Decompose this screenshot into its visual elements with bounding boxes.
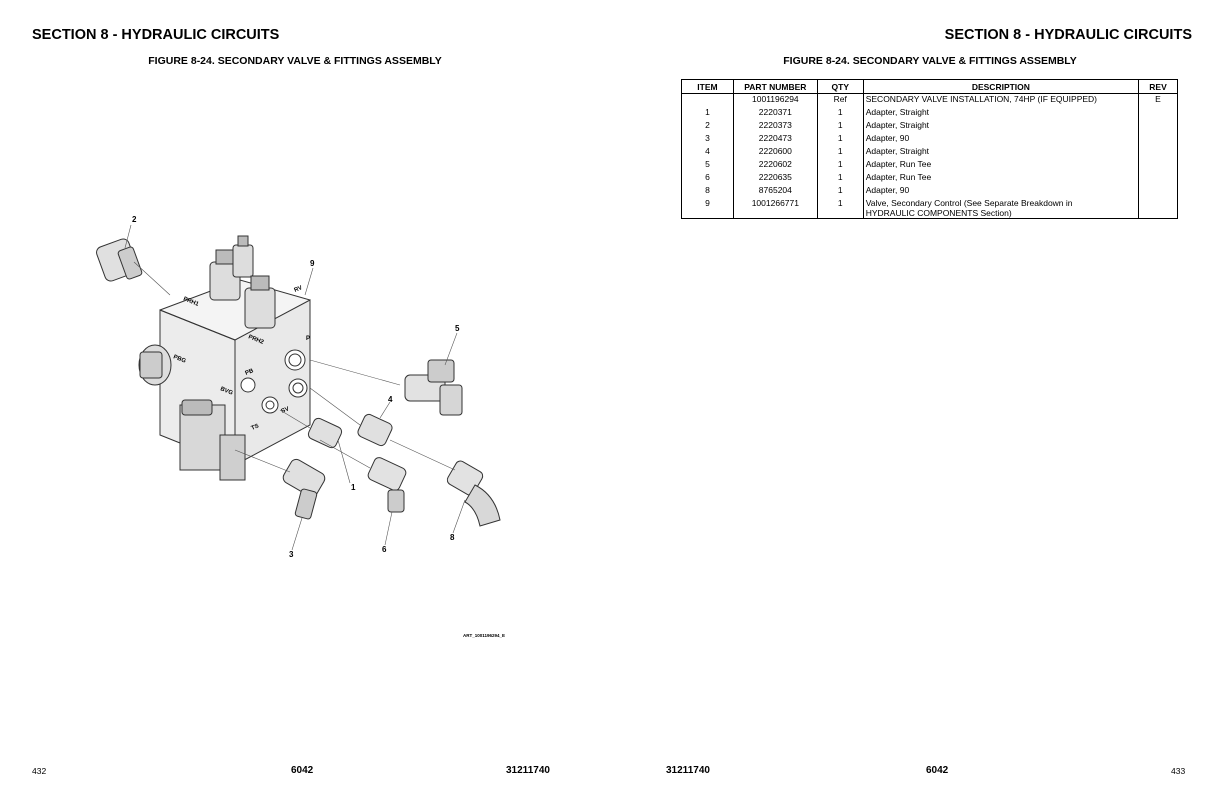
engraving-p: P <box>306 336 310 342</box>
cell-rev <box>1138 146 1178 159</box>
table-row: 9 1001266771 1 Valve, Secondary Control … <box>681 198 1178 219</box>
page-number-right: 433 <box>1171 766 1186 776</box>
section-title-left: SECTION 8 - HYDRAULIC CIRCUITS <box>32 27 280 43</box>
cell-description-line1: Valve, Secondary Control (See Separate B… <box>865 198 1073 208</box>
cell-item <box>681 93 734 107</box>
cell-description: Adapter, Run Tee <box>862 159 1140 172</box>
callout-5: 5 <box>455 324 460 333</box>
cell-rev <box>1138 107 1178 120</box>
header-description: DESCRIPTION <box>862 79 1140 94</box>
header-rev: REV <box>1138 79 1178 94</box>
model-right: 6042 <box>926 765 949 776</box>
model-left: 6042 <box>291 765 314 776</box>
cell-part-number: 1001266771 <box>732 198 818 219</box>
callout-4: 4 <box>388 395 393 404</box>
page-number-left: 432 <box>32 766 47 776</box>
cell-description: Adapter, Straight <box>862 107 1140 120</box>
cell-qty: 1 <box>816 146 864 159</box>
table-row: 8 8765204 1 Adapter, 90 <box>681 185 1178 198</box>
cell-qty: 1 <box>816 185 864 198</box>
cell-qty: Ref <box>816 93 864 107</box>
engraving-ts: TS <box>251 423 260 431</box>
cell-part-number: 2220473 <box>732 133 818 146</box>
cell-item: 3 <box>681 133 734 146</box>
cell-description: Adapter, 90 <box>862 133 1140 146</box>
table-row: 6 2220635 1 Adapter, Run Tee <box>681 172 1178 185</box>
callout-9: 9 <box>310 259 315 268</box>
callout-8: 8 <box>450 533 455 542</box>
cell-item: 2 <box>681 120 734 133</box>
table-row: 1 2220371 1 Adapter, Straight <box>681 107 1178 120</box>
cell-rev <box>1138 133 1178 146</box>
secondary-valve-diagram: 2 9 5 4 1 6 8 3 PRH1 RV PRH2 P PBG BVG P… <box>70 200 550 620</box>
cell-qty: 1 <box>816 159 864 172</box>
cell-part-number: 8765204 <box>732 185 818 198</box>
cell-item: 1 <box>681 107 734 120</box>
figure-title-right: FIGURE 8-24. SECONDARY VALVE & FITTINGS … <box>783 55 1077 67</box>
cell-rev <box>1138 198 1178 219</box>
table-row: 3 2220473 1 Adapter, 90 <box>681 133 1178 146</box>
cell-description: Adapter, Straight <box>862 146 1140 159</box>
cell-part-number: 1001196294 <box>732 93 818 107</box>
cell-description: Adapter, Straight <box>862 120 1140 133</box>
callout-2: 2 <box>132 215 137 224</box>
table-row: 1001196294 Ref SECONDARY VALVE INSTALLAT… <box>681 93 1178 107</box>
table-row: 2 2220373 1 Adapter, Straight <box>681 120 1178 133</box>
header-qty: QTY <box>816 79 864 94</box>
header-item: ITEM <box>681 79 734 94</box>
doc-number-right: 31211740 <box>666 765 710 776</box>
cell-part-number: 2220373 <box>732 120 818 133</box>
engraving-bvg: BVG <box>219 386 234 397</box>
diagram-svg: 2 9 5 4 1 6 8 3 PRH1 RV PRH2 P PBG BVG P… <box>96 215 501 559</box>
cell-rev <box>1138 120 1178 133</box>
figure-title-left: FIGURE 8-24. SECONDARY VALVE & FITTINGS … <box>148 55 442 67</box>
doc-number-left: 31211740 <box>506 765 550 776</box>
parts-table: ITEM PART NUMBER QTY DESCRIPTION REV 100… <box>681 79 1178 219</box>
cell-qty: 1 <box>816 198 864 219</box>
art-code: ART_1001196294_E <box>463 633 506 638</box>
cell-qty: 1 <box>816 133 864 146</box>
cell-rev: E <box>1138 93 1178 107</box>
callout-3: 3 <box>289 550 294 559</box>
section-title-right: SECTION 8 - HYDRAULIC CIRCUITS <box>944 27 1192 43</box>
cell-part-number: 2220602 <box>732 159 818 172</box>
cell-item: 5 <box>681 159 734 172</box>
cell-qty: 1 <box>816 120 864 133</box>
cell-item: 8 <box>681 185 734 198</box>
callout-6: 6 <box>382 545 387 554</box>
cell-item: 6 <box>681 172 734 185</box>
cell-item: 9 <box>681 198 734 219</box>
cell-qty: 1 <box>816 172 864 185</box>
engraving-prh2: PRH2 <box>247 334 265 346</box>
cell-part-number: 2220371 <box>732 107 818 120</box>
cell-qty: 1 <box>816 107 864 120</box>
engraving-sv: SV <box>281 406 291 415</box>
table-row: 4 2220600 1 Adapter, Straight <box>681 146 1178 159</box>
table-row: 5 2220602 1 Adapter, Run Tee <box>681 159 1178 172</box>
header-part-number: PART NUMBER <box>732 79 818 94</box>
engraving-prh1: PRH1 <box>182 296 200 308</box>
cell-item: 4 <box>681 146 734 159</box>
cell-description: SECONDARY VALVE INSTALLATION, 74HP (IF E… <box>862 93 1140 107</box>
cell-part-number: 2220600 <box>732 146 818 159</box>
cell-rev <box>1138 172 1178 185</box>
table-header-row: ITEM PART NUMBER QTY DESCRIPTION REV <box>681 79 1178 94</box>
cell-description: Adapter, 90 <box>862 185 1140 198</box>
cell-rev <box>1138 185 1178 198</box>
cell-rev <box>1138 159 1178 172</box>
engraving-pb: PB <box>245 368 256 377</box>
cell-part-number: 2220635 <box>732 172 818 185</box>
engraving-pbg: PBG <box>172 354 187 365</box>
cell-description-line2: HYDRAULIC COMPONENTS Section) <box>865 208 1012 218</box>
cell-description: Adapter, Run Tee <box>862 172 1140 185</box>
engraving-rv: RV <box>294 285 304 294</box>
cell-description: Valve, Secondary Control (See Separate B… <box>862 198 1140 219</box>
callout-1: 1 <box>351 483 356 492</box>
